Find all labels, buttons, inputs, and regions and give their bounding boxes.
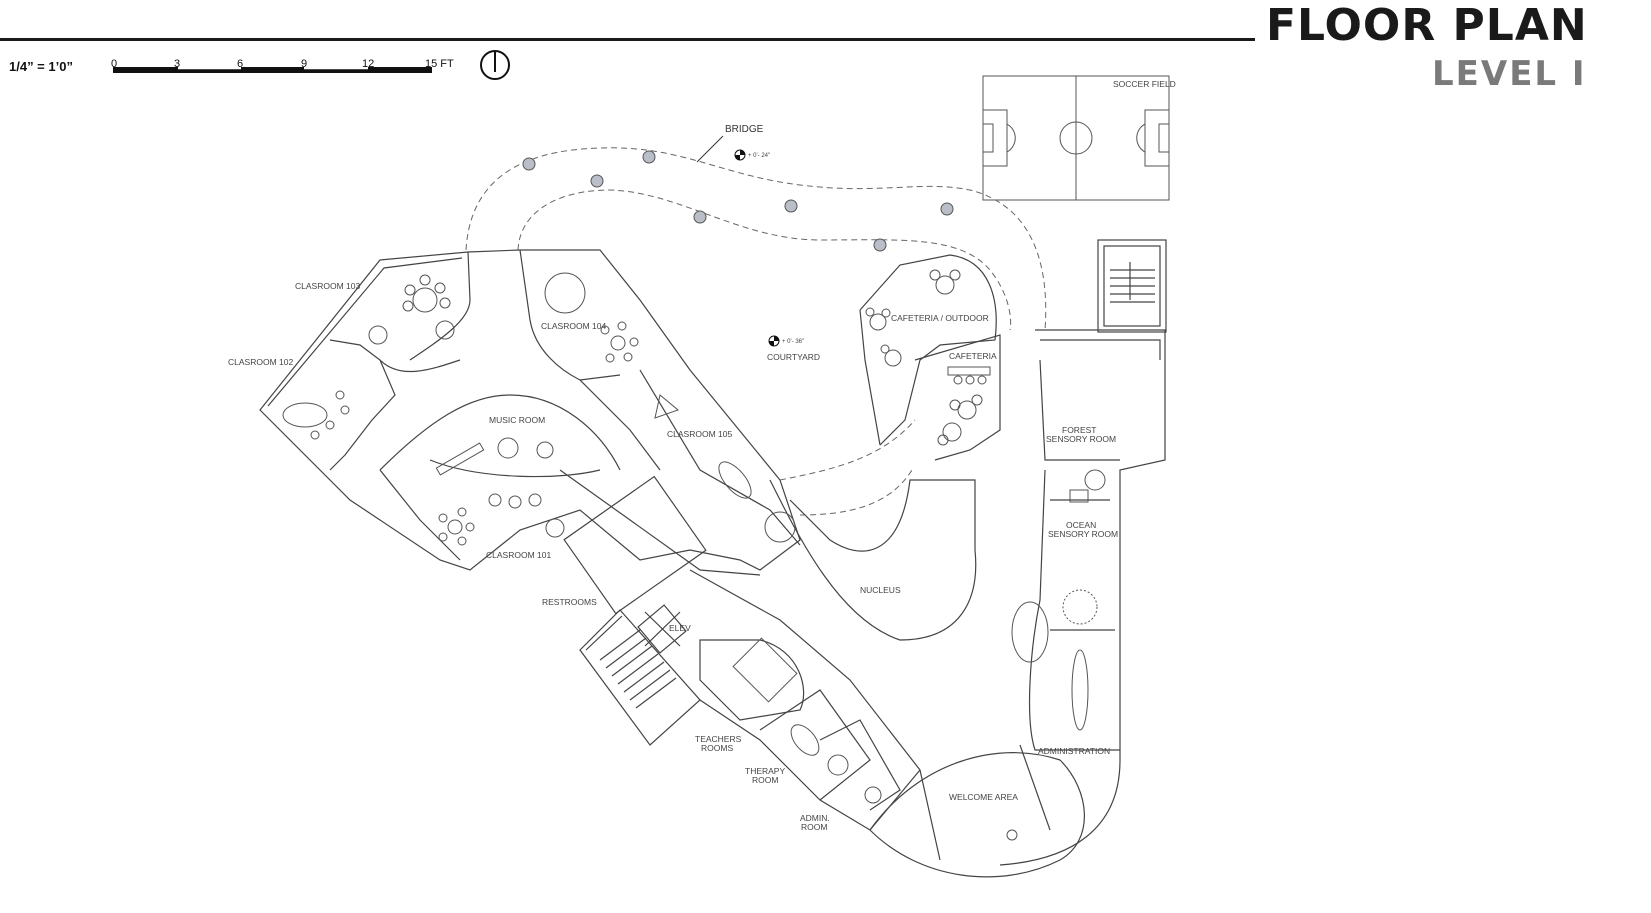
ocean-sensory-label-line1: OCEAN xyxy=(1066,520,1096,530)
forest-sensory-label-line2: SENSORY ROOM xyxy=(1046,434,1116,444)
soccer-field-label: SOCCER FIELD xyxy=(1113,79,1176,89)
furniture xyxy=(282,269,1106,841)
scale-tick-12: 12 xyxy=(362,58,374,70)
stair-block-south xyxy=(579,609,701,746)
cafeteria-label: CAFETERIA xyxy=(949,351,997,361)
classroom-104-label: CLASROOM 104 xyxy=(541,321,606,331)
scale-ratio: 1/4” = 1’0” xyxy=(9,59,73,74)
admin-room-label-line1: ADMIN. xyxy=(800,813,830,823)
north-arrow-icon xyxy=(480,50,510,80)
stair-block-north xyxy=(1097,239,1167,333)
teachers-room-label-line2: ROOMS xyxy=(701,743,733,753)
scale-tick-0: 0 xyxy=(111,58,117,70)
elevator-label: ELEV xyxy=(669,623,691,633)
building-walls xyxy=(259,239,1167,878)
classroom-101-label: CLASROOM 101 xyxy=(486,550,551,560)
plan-title: FLOOR PLAN xyxy=(1266,0,1588,51)
ocean-sensory-label-line2: SENSORY ROOM xyxy=(1048,529,1118,539)
courtyard-label: COURTYARD xyxy=(767,352,820,362)
nucleus-label: NUCLEUS xyxy=(860,585,901,595)
classroom-102-label: CLASROOM 102 xyxy=(228,357,293,367)
classroom-103-label: CLASROOM 103 xyxy=(295,281,360,291)
welcome-area-label: WELCOME AREA xyxy=(949,792,1018,802)
soccer-field xyxy=(982,75,1170,201)
level-marker-icon xyxy=(734,149,746,161)
scale-tick-6: 6 xyxy=(237,58,243,70)
courtyard-paths xyxy=(779,419,916,516)
classroom-105-label: CLASROOM 105 xyxy=(667,429,732,439)
bridge xyxy=(465,147,1047,331)
scale-tick-15: 15 FT xyxy=(425,58,454,70)
therapy-room-label-line1: THERAPY xyxy=(745,766,785,776)
scale-tick-3: 3 xyxy=(174,58,180,70)
forest-sensory-label-line1: FOREST xyxy=(1062,425,1096,435)
music-room-label: MUSIC ROOM xyxy=(489,415,545,425)
scale-tick-9: 9 xyxy=(301,58,307,70)
cafeteria-outdoor-label: CAFETERIA / OUTDOOR xyxy=(891,313,989,323)
administration-label: ADMINISTRATION xyxy=(1038,746,1110,756)
courtyard-level: + 0'- 36" xyxy=(782,339,804,345)
scale-bar: 0 3 6 9 12 15 FT xyxy=(111,58,454,73)
therapy-room-label-line2: ROOM xyxy=(752,775,778,785)
bridge-columns xyxy=(522,150,954,252)
admin-room-label-line2: ROOM xyxy=(801,822,827,832)
bridge-label: BRIDGE xyxy=(725,124,764,135)
title-rule xyxy=(0,38,1255,41)
courtyard-level-marker-icon xyxy=(768,335,780,347)
teachers-room-label-line1: TEACHERS xyxy=(695,734,742,744)
restrooms-label: RESTROOMS xyxy=(542,597,597,607)
bridge-level: + 0'- 24" xyxy=(748,153,770,159)
plan-level: LEVEL I xyxy=(1432,54,1587,94)
